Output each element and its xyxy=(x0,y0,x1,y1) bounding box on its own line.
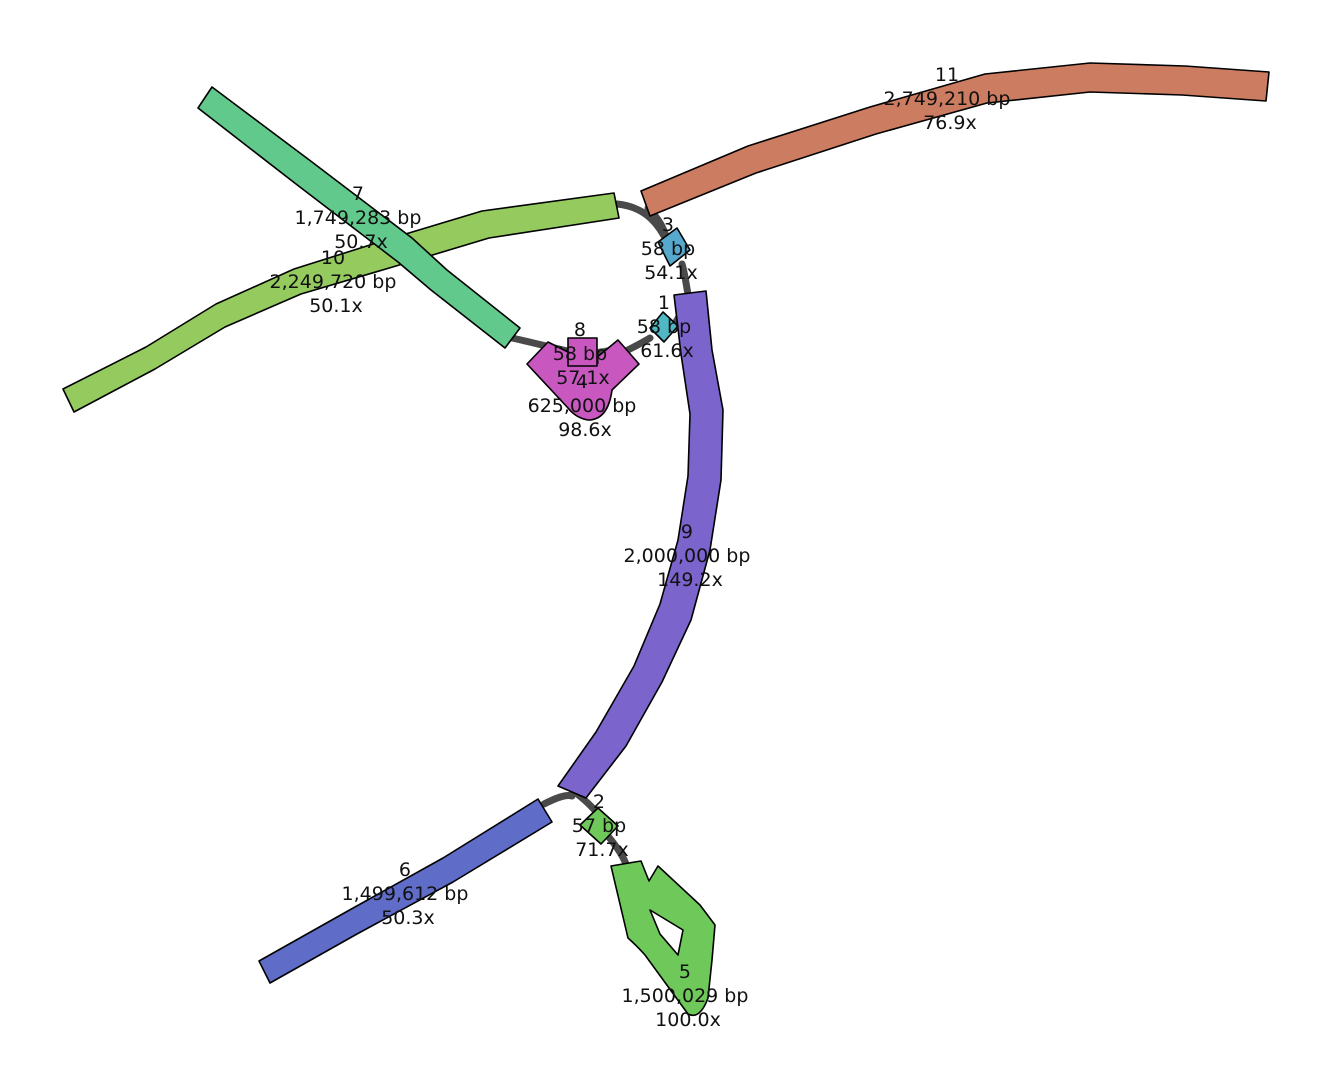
segment-4-length: 625,000 bp xyxy=(528,395,637,417)
segment-8-id: 8 xyxy=(574,319,586,341)
segment-7-length: 1,749,283 bp xyxy=(295,207,422,229)
segment-3-node[interactable] xyxy=(657,227,691,267)
segment-11-depth: 76.9x xyxy=(923,112,977,134)
segment-10-length: 2,249,720 bp xyxy=(270,271,397,293)
segment-4-id: 4 xyxy=(576,371,588,393)
segment-10-id: 10 xyxy=(321,247,345,269)
segment-1-id: 1 xyxy=(658,292,670,314)
segment-2-length: 57 bp xyxy=(572,815,626,837)
segment-7-node[interactable] xyxy=(197,86,521,349)
segments xyxy=(62,62,1270,1017)
segment-1-label: 1 58 bp 61.6x xyxy=(637,292,697,362)
segment-11-length: 2,749,210 bp xyxy=(884,88,1011,110)
segment-5-depth: 100.0x xyxy=(655,1009,721,1031)
segment-4-depth: 98.6x xyxy=(558,419,612,441)
labels: 11 2,749,210 bp 76.9x 7 1,749,283 bp 50.… xyxy=(270,64,1017,1031)
segment-6-label: 6 1,499,612 bp 50.3x xyxy=(342,859,475,929)
segment-2-label: 2 57 bp 71.7x xyxy=(572,791,632,861)
segment-2-depth: 71.7x xyxy=(575,839,629,861)
segment-6-length: 1,499,612 bp xyxy=(342,883,469,905)
segment-9-depth: 149.2x xyxy=(657,569,723,591)
segment-7-depth: 50.7x xyxy=(334,231,388,253)
segment-10-node[interactable] xyxy=(62,192,620,413)
segment-9-id: 9 xyxy=(681,521,693,543)
segment-4-label: 4 625,000 bp 98.6x xyxy=(528,371,643,441)
segment-3-length: 58 bp xyxy=(641,238,695,260)
segment-10-label: 10 2,249,720 bp 50.1x xyxy=(270,247,403,317)
segment-7-id: 7 xyxy=(352,183,364,205)
segment-5-id: 5 xyxy=(679,961,691,983)
segment-6-node[interactable] xyxy=(258,798,553,984)
segment-1-node[interactable] xyxy=(649,311,679,343)
segment-8-length: 58 bp xyxy=(553,343,607,365)
segment-1-depth: 61.6x xyxy=(640,340,694,362)
segment-4-node[interactable] xyxy=(526,339,640,421)
segment-10-depth: 50.1x xyxy=(309,295,363,317)
link-2-5 xyxy=(604,832,630,868)
segment-8-depth: 57.1x xyxy=(556,367,610,389)
segment-3-label: 3 58 bp 54.1x xyxy=(641,214,701,284)
segment-8-node[interactable] xyxy=(567,337,598,367)
link-6-2 xyxy=(540,792,576,808)
segment-7-label: 7 1,749,283 bp 50.7x xyxy=(295,183,428,253)
segment-8-label: 8 58 bp 57.1x xyxy=(553,319,613,389)
segment-6-id: 6 xyxy=(399,859,411,881)
segment-6-depth: 50.3x xyxy=(381,907,435,929)
segment-3-id: 3 xyxy=(662,214,674,236)
segment-2-id: 2 xyxy=(593,791,605,813)
segment-5-label: 5 1,500,029 bp 100.0x xyxy=(622,961,755,1031)
segment-5-length: 1,500,029 bp xyxy=(622,985,749,1007)
segment-11-id: 11 xyxy=(935,64,959,86)
segment-3-depth: 54.1x xyxy=(644,262,698,284)
segment-9-label: 9 2,000,000 bp 149.2x xyxy=(624,521,757,591)
segment-9-length: 2,000,000 bp xyxy=(624,545,751,567)
link-3-9 xyxy=(678,260,692,298)
segment-5-node[interactable] xyxy=(610,860,716,1017)
segment-2-node[interactable] xyxy=(579,807,619,845)
segment-11-label: 11 2,749,210 bp 76.9x xyxy=(884,64,1017,134)
segment-11-node[interactable] xyxy=(640,62,1270,217)
segment-1-length: 58 bp xyxy=(637,316,691,338)
segment-9-node[interactable] xyxy=(557,290,724,799)
